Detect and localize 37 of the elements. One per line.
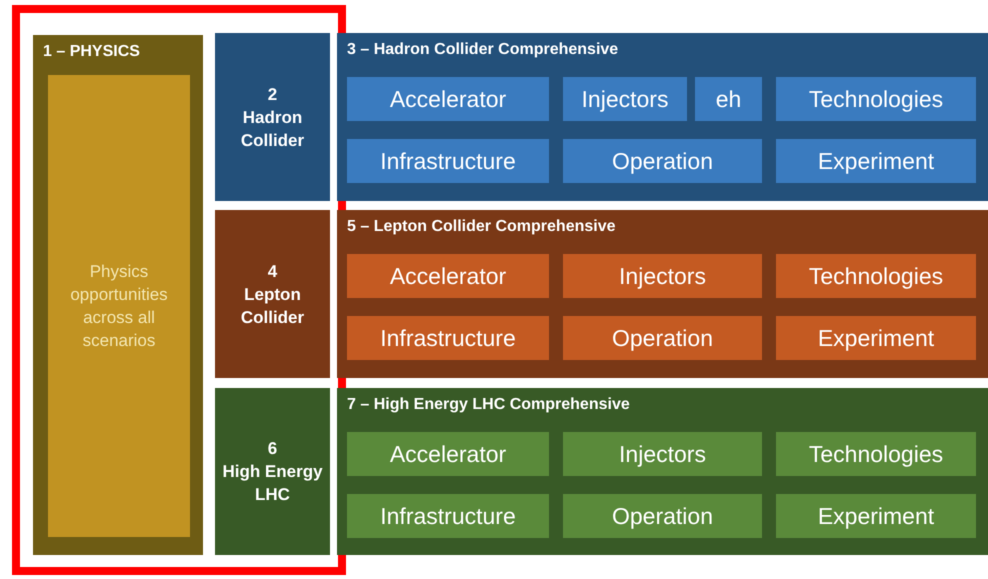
module-box: Infrastructure — [347, 139, 549, 183]
module-box: Operation — [563, 316, 762, 360]
module-box: Operation — [563, 494, 762, 538]
scenario-panel — [337, 210, 988, 378]
panel-title: 3 – Hadron Collider Comprehensive — [347, 41, 618, 59]
module-box: Experiment — [776, 494, 976, 538]
scenario-panel — [337, 388, 988, 555]
module-box: Experiment — [776, 139, 976, 183]
category-panel — [33, 35, 203, 555]
module-box: Technologies — [776, 432, 976, 476]
module-box: Injectors — [563, 254, 762, 298]
scenario-panel — [337, 33, 988, 201]
panel-title: 5 – Lepton Collider Comprehensive — [347, 218, 616, 236]
module-box: Technologies — [776, 254, 976, 298]
module-box: Accelerator — [347, 254, 549, 298]
module-box: Accelerator — [347, 432, 549, 476]
module-box: Technologies — [776, 77, 976, 121]
module-box: Operation — [563, 139, 762, 183]
panel-title: 1 – PHYSICS — [43, 43, 140, 61]
scenario-number: 6 — [268, 438, 278, 460]
scenario-name: Hadron Collider — [240, 106, 306, 152]
scenario-name: High Energy LHC — [221, 461, 324, 506]
scenario-box — [215, 210, 330, 378]
scenario-box — [215, 33, 330, 201]
scenario-name: Lepton Collider — [240, 284, 306, 328]
module-box: Accelerator — [347, 77, 549, 121]
module-box: Injectors — [563, 432, 762, 476]
module-box: eh — [695, 77, 762, 121]
description-box: Physics opportunities across all scenarios — [48, 75, 190, 537]
scenario-box — [215, 388, 330, 555]
module-box: Infrastructure — [347, 494, 549, 538]
panel-title: 7 – High Energy LHC Comprehensive — [347, 396, 630, 414]
scenario-number: 2 — [268, 84, 278, 106]
module-box: Infrastructure — [347, 316, 549, 360]
module-box: Injectors — [563, 77, 687, 121]
module-box: Experiment — [776, 316, 976, 360]
scenario-number: 4 — [268, 260, 278, 282]
